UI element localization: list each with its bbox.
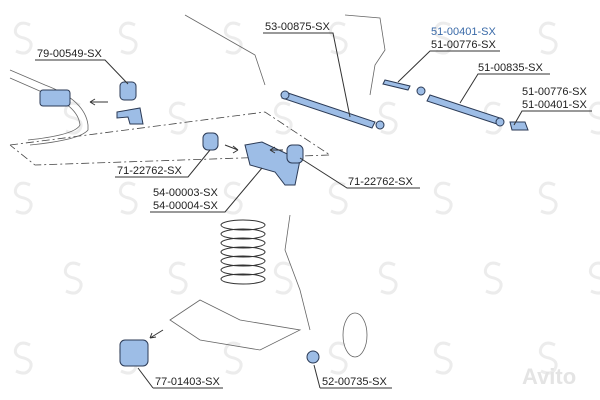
watermark-mark [378, 261, 398, 295]
watermark-mark [328, 21, 348, 55]
watermark-mark [588, 261, 600, 295]
watermark-mark [433, 181, 453, 215]
arrow-icon [89, 98, 108, 106]
tie-rod [426, 94, 501, 125]
label-77-01403: 77-01403-SX [155, 376, 220, 388]
label-79-00549: 79-00549-SX [37, 48, 102, 60]
stabilizer-bushing-mounted [39, 89, 71, 107]
label-51-00776: 51-00776-SX [431, 39, 496, 51]
steering-rod [184, 14, 266, 86]
lower-arm [169, 299, 302, 351]
arrow-icon [149, 329, 164, 339]
steering-knuckle [284, 214, 311, 331]
leader-line [115, 149, 211, 178]
control-arm [244, 141, 301, 186]
subframe-outline [9, 111, 332, 166]
wheel-hub [342, 312, 368, 358]
watermark-mark [433, 21, 453, 55]
watermark-mark [273, 101, 293, 135]
coil-spring [220, 219, 266, 285]
watermark-mark [538, 21, 558, 55]
stabilizer-bushing [119, 81, 137, 101]
watermark-mark [223, 21, 243, 55]
spring-coil [220, 246, 266, 258]
leader-line [459, 73, 550, 104]
avito-logo: Avito [522, 364, 576, 389]
label-51-00401: 51-00401-SX [522, 99, 587, 111]
watermark-mark [538, 341, 558, 375]
leader-line [313, 364, 392, 389]
label-52-00735: 52-00735-SX [322, 376, 387, 388]
tie-rod-nut [416, 86, 426, 96]
label-51-00776: 51-00776-SX [522, 86, 587, 98]
watermark-mark [63, 101, 83, 135]
spring-coil [220, 228, 266, 240]
watermark-mark [223, 181, 243, 215]
watermark-mark [13, 21, 33, 55]
label-71-22762-left: 71-22762-SX [117, 165, 182, 177]
arrow-icon [224, 144, 283, 154]
watermark-mark [273, 261, 293, 295]
stabilizer-bracket [116, 107, 144, 125]
watermark-mark [63, 261, 83, 295]
center-link-end [375, 120, 385, 130]
tie-rod-end-inner [382, 79, 411, 91]
watermark-mark [433, 341, 453, 375]
center-link [281, 91, 376, 129]
stabilizer-bar-edge [9, 77, 81, 141]
steering-box [344, 14, 386, 96]
arm-bushing-right [286, 144, 304, 164]
spring-coil [220, 273, 266, 285]
watermark-mark [223, 341, 243, 375]
label-51-00835: 51-00835-SX [478, 62, 543, 74]
watermark-mark [168, 261, 188, 295]
watermark-mark [118, 181, 138, 215]
watermark-mark [378, 101, 398, 135]
arm-bushing-left [202, 132, 219, 151]
watermark-mark [13, 341, 33, 375]
leader-line [513, 110, 592, 126]
spring-coil [220, 264, 266, 276]
leader-line [137, 367, 223, 389]
tie-rod-nut [495, 117, 505, 127]
watermark-mark [588, 101, 600, 135]
watermark-mark [483, 261, 503, 295]
watermark-mark [328, 181, 348, 215]
label-51-00401-highlighted: 51-00401-SX [431, 26, 496, 38]
watermark-mark [118, 21, 138, 55]
ball-joint [306, 350, 320, 364]
watermark-mark [538, 181, 558, 215]
watermark-mark [168, 101, 188, 135]
label-54-00004: 54-00004-SX [153, 200, 218, 212]
label-53-00875: 53-00875-SX [265, 21, 330, 33]
leader-line [35, 59, 129, 85]
watermark-mark [13, 181, 33, 215]
label-54-00003: 54-00003-SX [153, 187, 218, 199]
center-link-end [280, 90, 290, 100]
leader-line [299, 157, 420, 189]
spring-coil [220, 237, 266, 249]
leader-line [263, 32, 351, 118]
leader-line [150, 167, 263, 213]
label-71-22762-right: 71-22762-SX [348, 176, 413, 188]
spring-coil [220, 255, 266, 267]
watermark-mark [328, 341, 348, 375]
spring-coil [220, 219, 266, 231]
lower-arm-bushing [119, 339, 149, 367]
leader-line [397, 50, 500, 83]
tie-rod-end-outer [509, 121, 529, 131]
